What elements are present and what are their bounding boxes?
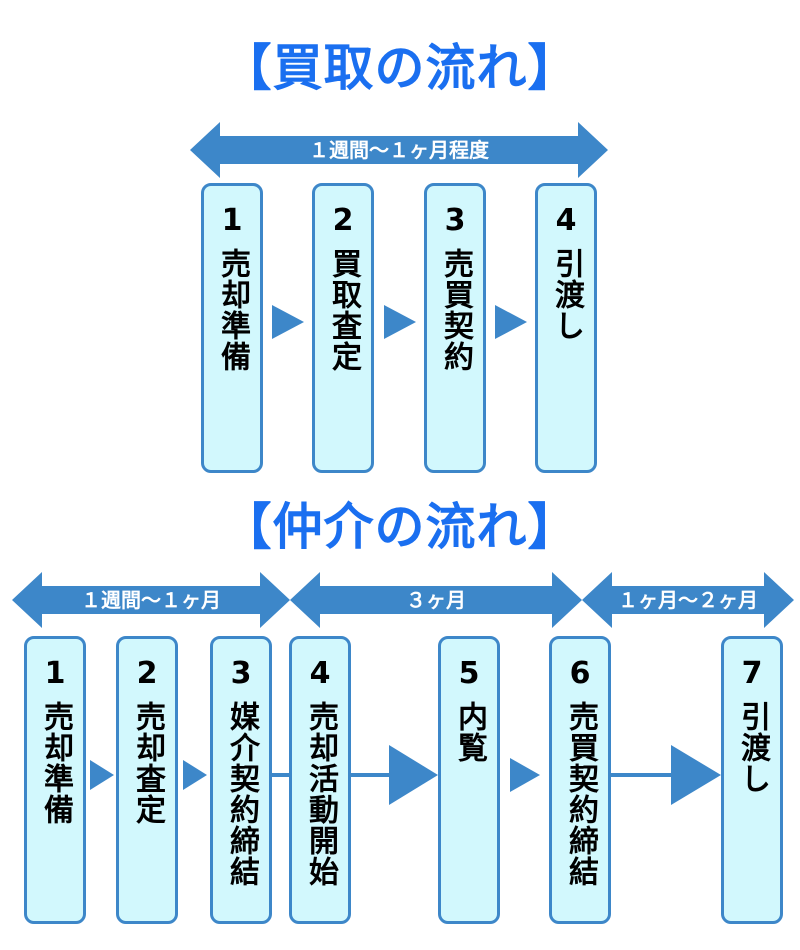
step-label: 売却査定	[130, 701, 165, 825]
chukai-period-arrow-3: １ヶ月〜２ヶ月	[582, 572, 794, 628]
step-label: 売却準備	[38, 701, 73, 825]
kaitori-step-1: 1 売却準備	[201, 183, 263, 473]
chukai-period-label-3: １ヶ月〜２ヶ月	[618, 588, 758, 612]
step-label: 媒介契約締結	[224, 701, 259, 887]
kaitori-connector-arrow-1	[272, 305, 304, 339]
chukai-connector-arrow-2	[183, 760, 207, 790]
step-number: 5	[458, 656, 480, 691]
chukai-connector-arrow-5	[510, 758, 540, 792]
chukai-connector-arrow-6	[611, 745, 721, 805]
chukai-step-4: 4 売却活動開始	[289, 636, 351, 924]
chukai-title: 【仲介の流れ】	[221, 498, 579, 556]
step-number: 2	[332, 203, 354, 238]
step-label: 買取査定	[326, 248, 361, 372]
kaitori-period-arrow: １週間〜１ヶ月程度	[190, 122, 608, 178]
kaitori-step-3: 3 売買契約	[424, 183, 486, 473]
step-number: 4	[309, 656, 331, 691]
kaitori-title: 【買取の流れ】	[221, 39, 579, 97]
kaitori-step-2: 2 買取査定	[312, 183, 374, 473]
step-number: 3	[444, 203, 466, 238]
kaitori-step-4: 4 引渡し	[535, 183, 597, 473]
step-number: 3	[230, 656, 252, 691]
chukai-step-6: 6 売買契約締結	[549, 636, 611, 924]
step-number: 7	[741, 656, 763, 691]
step-label: 引渡し	[549, 248, 584, 341]
chukai-connector-line-3-4	[272, 773, 289, 777]
chukai-period-label-1: １週間〜１ヶ月	[81, 588, 221, 612]
kaitori-connector-arrow-3	[495, 305, 527, 339]
chukai-step-1: 1 売却準備	[24, 636, 86, 924]
step-number: 1	[44, 656, 66, 691]
kaitori-connector-arrow-2	[384, 305, 416, 339]
chukai-period-label-2: ３ヶ月	[406, 588, 466, 612]
step-label: 売買契約締結	[563, 701, 598, 887]
step-label: 売却準備	[215, 248, 250, 372]
step-number: 1	[221, 203, 243, 238]
chukai-step-5: 5 内覧	[438, 636, 500, 924]
chukai-step-7: 7 引渡し	[721, 636, 783, 924]
step-number: 2	[136, 656, 158, 691]
chukai-connector-arrow-4	[351, 745, 438, 805]
chukai-connector-arrow-1	[90, 760, 114, 790]
step-label: 引渡し	[735, 701, 770, 794]
chukai-step-3: 3 媒介契約締結	[210, 636, 272, 924]
step-number: 6	[569, 656, 591, 691]
step-label: 売買契約	[438, 248, 473, 372]
chukai-period-arrow-2: ３ヶ月	[290, 572, 582, 628]
chukai-step-2: 2 売却査定	[116, 636, 178, 924]
step-number: 4	[555, 203, 577, 238]
chukai-period-arrow-1: １週間〜１ヶ月	[12, 572, 290, 628]
step-label: 売却活動開始	[303, 701, 338, 887]
kaitori-period-label: １週間〜１ヶ月程度	[309, 138, 490, 162]
step-label: 内覧	[452, 701, 487, 763]
